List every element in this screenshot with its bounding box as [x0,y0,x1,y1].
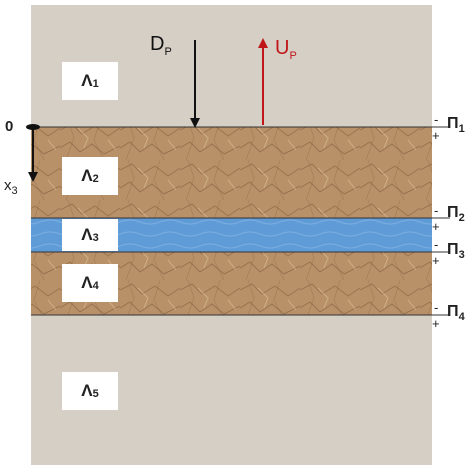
interface-2-minus: - [434,203,439,218]
upgoing-wave-arrowhead [258,38,268,48]
interface-label-pi-1: Π1 [447,115,465,136]
downgoing-wave-arrowhead [190,118,200,128]
interface-1-minus: - [434,112,439,127]
interface-3-minus: - [434,237,439,252]
interface-4-plus: + [432,316,440,331]
depth-axis-label: x3 [4,177,18,197]
interface-4-minus: - [434,300,439,315]
downgoing-wave-label: DP [150,33,172,58]
axis-origin-label: 0 [5,118,14,135]
interface-label-pi-4: Π4 [447,303,465,324]
interface-label-pi-3: Π3 [447,241,465,262]
interface-3-plus: + [432,253,440,268]
interface-1-plus: + [432,128,440,143]
depth-axis-arrowhead [28,172,38,182]
interface-label-pi-2: Π2 [447,204,465,225]
upgoing-wave-label: UP [275,37,297,62]
interface-2-plus: + [432,219,440,234]
